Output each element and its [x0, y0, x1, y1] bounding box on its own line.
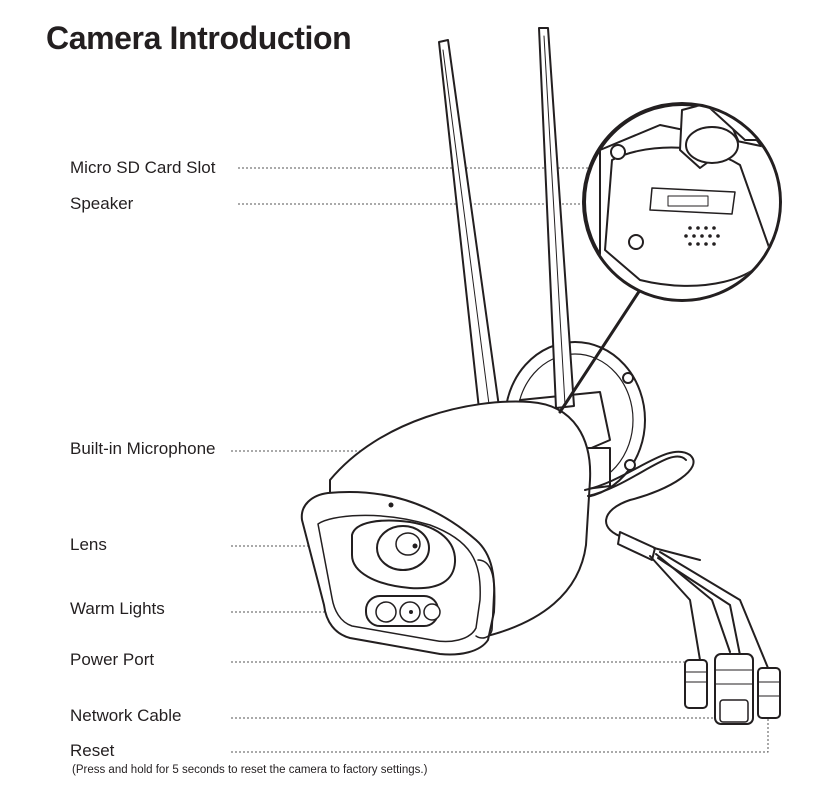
- power-port-connector: [684, 659, 708, 709]
- zoom-pointer: [558, 288, 642, 414]
- label-power-port: Power Port: [70, 650, 155, 669]
- label-speaker: Speaker: [70, 194, 134, 213]
- speaker-grille: [684, 226, 720, 246]
- label-warm-lights: Warm Lights: [70, 599, 165, 618]
- label-lens: Lens: [70, 535, 107, 554]
- warm-lights: [365, 595, 441, 627]
- zoom-detail-bubble: [582, 102, 782, 302]
- reset-instruction-note: (Press and hold for 5 seconds to reset t…: [72, 764, 428, 776]
- label-reset: Reset: [70, 741, 115, 760]
- antenna-left: [438, 39, 501, 419]
- page-title: Camera Introduction: [46, 20, 352, 56]
- camera-body: [300, 400, 592, 656]
- network-cable-connector: [714, 653, 754, 725]
- camera-lens: [351, 519, 457, 590]
- leader-reset: [231, 718, 769, 753]
- antenna-right: [538, 27, 575, 409]
- label-built-in-microphone: Built-in Microphone: [70, 439, 216, 458]
- microphone-hole: [388, 502, 394, 508]
- label-network-cable: Network Cable: [70, 706, 182, 725]
- cable-bundle: [584, 450, 769, 669]
- reset-button-connector: [757, 667, 781, 719]
- label-micro-sd-card-slot: Micro SD Card Slot: [70, 158, 216, 177]
